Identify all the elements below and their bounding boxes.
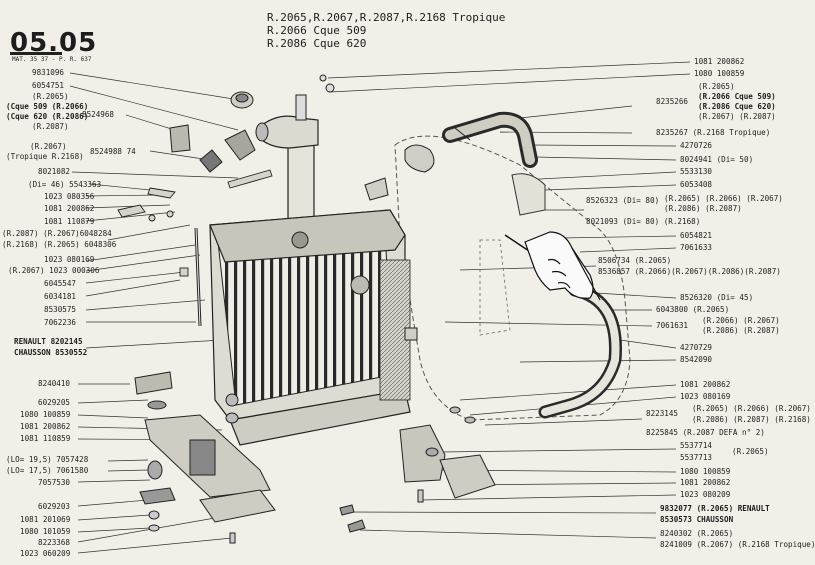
part-label: (R.2065) (R.2066) (R.2067) xyxy=(664,194,783,203)
part-label: 6045547 xyxy=(44,279,77,288)
model-line-2: R.2066 Cque 509 xyxy=(267,24,367,37)
part-label: 8506734 (R.2065) xyxy=(598,256,672,265)
part-label: (R.2086 Cque 620) xyxy=(698,102,776,111)
part-label: 1023 080209 xyxy=(680,490,731,499)
part-number: 7061631 xyxy=(656,321,689,330)
part-label: 7062236 xyxy=(44,318,77,327)
part-label: 8225845 (R.2087 DEFA n° 2) xyxy=(646,428,765,437)
part-label: 8235267 (R.2168 Tropique) xyxy=(656,128,771,137)
part-label: (LO= 19,5) 7057428 xyxy=(6,455,89,464)
part-label: (R.2065) xyxy=(32,92,69,101)
upper-hose xyxy=(442,111,538,168)
part-label: (LO= 17,5) 7061580 xyxy=(6,466,89,475)
part-label: (R.2087) (R.2067)6048284 xyxy=(2,229,112,238)
part-label: (Di= 46) 5543363 xyxy=(28,180,102,189)
part-label: 8021082 xyxy=(38,167,71,176)
part-label: (R.2066) (R.2067) xyxy=(702,316,780,325)
part-label: (R.2065) xyxy=(732,447,769,456)
part-label: 1080 100859 xyxy=(680,467,731,476)
part-label: 8024941 (Di= 50) xyxy=(680,155,754,164)
part-label: 6054821 xyxy=(680,231,713,240)
part-label: 8530573 CHAUSSON xyxy=(660,515,734,524)
part-label: 8526323 (Di= 80) xyxy=(586,196,660,205)
part-label: (R.2065) xyxy=(698,82,735,91)
part-label: 1081 200862 xyxy=(44,204,95,213)
radiator xyxy=(209,209,411,446)
part-label: 8530575 xyxy=(44,305,77,314)
part-number: 8524968 xyxy=(82,110,115,119)
part-label: 5533130 xyxy=(680,167,713,176)
part-label: 1080 100859 xyxy=(20,410,71,419)
part-label: (R.2065) (R.2066) (R.2067) xyxy=(692,404,811,413)
part-label: 6053408 xyxy=(680,180,713,189)
page-number: 05.05 xyxy=(10,28,98,58)
part-label: 1081 200862 xyxy=(680,380,731,389)
part-label: 1081 200862 xyxy=(680,478,731,487)
part-label: 8240302 (R.2065) xyxy=(660,529,734,538)
part-label: 6034181 xyxy=(44,292,77,301)
lower-right-brackets xyxy=(339,406,496,533)
page-number-underline xyxy=(10,52,62,55)
part-label: 8536857 (R.2066)(R.2067)(R.2086)(R.2087) xyxy=(598,267,781,276)
part-label: (R.2086) (R.2087) xyxy=(664,204,742,213)
part-label: 8241009 (R.2067) (R.2168 Tropique) xyxy=(660,540,815,549)
part-label: (R.2168) (R.2065) 6048306 xyxy=(2,240,117,249)
cap-and-fittings xyxy=(169,74,335,173)
part-label: 1023 080356 xyxy=(44,192,95,201)
model-line-1: R.2065,R.2067,R.2087,R.2168 Tropique xyxy=(267,11,506,24)
expansion-tank xyxy=(394,135,631,421)
part-label: 1080 100859 xyxy=(694,69,745,78)
part-label: 8223368 xyxy=(38,538,71,547)
part-label: (R.2067) 1023 000306 xyxy=(8,266,100,275)
part-label: 9831096 xyxy=(32,68,65,77)
part-label: 4270726 xyxy=(680,141,713,150)
part-label: 8240410 xyxy=(38,379,71,388)
left-small-parts xyxy=(117,169,273,277)
part-label: 4270729 xyxy=(680,343,713,352)
part-label: (R.2086) (R.2087) (R.2168) xyxy=(692,415,811,424)
material-reference: MAT. 35 37 - P. R. 637 xyxy=(12,56,92,63)
part-label: 1080 101059 xyxy=(20,527,71,536)
part-label: 1081 200862 xyxy=(694,57,745,66)
part-label: (R.2086) (R.2087) xyxy=(702,326,780,335)
part-label: 7057530 xyxy=(38,478,71,487)
part-label: 6029203 xyxy=(38,502,71,511)
part-label: (Cque 620 (R.2086) xyxy=(6,112,89,121)
part-label: (R.2087) xyxy=(32,122,69,131)
part-label: 1023 080169 xyxy=(44,255,95,264)
leader-lines xyxy=(69,61,691,554)
lower-left-mounts xyxy=(134,371,276,544)
model-line-3: R.2086 Cque 620 xyxy=(267,37,367,50)
part-label: 5537714 xyxy=(680,441,713,450)
part-label: 6029205 xyxy=(38,398,71,407)
part-label: (R.2067) xyxy=(30,142,67,151)
part-label: (R.2067) (R.2087) xyxy=(698,112,776,121)
part-label: RENAULT 8202145 xyxy=(14,337,83,346)
part-label: (Cque 509 (R.2066) xyxy=(6,102,89,111)
part-label: 1081 110879 xyxy=(44,217,95,226)
part-number: 8524988 74 xyxy=(90,147,136,156)
pointing-hand-symbol xyxy=(504,231,601,301)
tank-brackets xyxy=(364,144,435,341)
part-label: 8526320 (Di= 45) xyxy=(680,293,754,302)
part-label: CHAUSSON 8530552 xyxy=(14,348,88,357)
part-label: (R.2066 Cque 509) xyxy=(698,92,776,101)
part-label: 5537713 xyxy=(680,453,713,462)
part-label: 6043800 (R.2065) xyxy=(656,305,730,314)
part-label: 8021093 (Di= 80) (R.2168) xyxy=(586,217,701,226)
part-number: 8235266 xyxy=(656,97,689,106)
part-label: 1081 110859 xyxy=(20,434,71,443)
part-label: 1081 200862 xyxy=(20,422,71,431)
part-label: 1023 060209 xyxy=(20,549,71,558)
part-label: (Tropique R.2168) xyxy=(6,152,84,161)
part-label: 9832077 (R.2065) RENAULT xyxy=(660,504,770,513)
part-number: 8223145 xyxy=(646,409,679,418)
part-label: 6054751 xyxy=(32,81,65,90)
part-label: 1023 080169 xyxy=(680,392,731,401)
part-label: 7061633 xyxy=(680,243,713,252)
part-label: 1081 201069 xyxy=(20,515,71,524)
part-label: 8542090 xyxy=(680,355,713,364)
